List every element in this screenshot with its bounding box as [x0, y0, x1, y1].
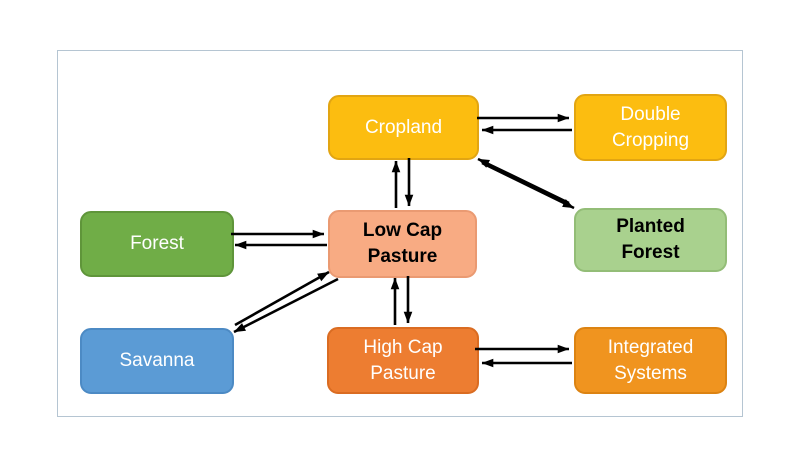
- node-low-cap-pasture-label: Low Cap Pasture: [362, 220, 443, 267]
- node-double-cropping-label: Double Cropping: [611, 103, 690, 151]
- node-high-cap-pasture: High Cap Pasture: [327, 327, 479, 394]
- node-double-cropping: Double Cropping: [574, 94, 727, 161]
- node-cropland: Cropland: [328, 95, 479, 160]
- node-low-cap-pasture: Low Cap Pasture: [328, 210, 477, 278]
- node-integrated-systems-label: Integrated Systems: [607, 336, 694, 384]
- node-planted-forest: Planted Forest: [574, 208, 727, 272]
- node-savanna-label: Savanna: [119, 350, 195, 371]
- node-planted-forest-label: Planted Forest: [616, 216, 685, 263]
- node-forest-label: Forest: [130, 233, 184, 254]
- node-integrated-systems: Integrated Systems: [574, 327, 727, 394]
- node-forest: Forest: [80, 211, 234, 277]
- node-cropland-label: Cropland: [364, 116, 443, 138]
- node-savanna: Savanna: [80, 328, 234, 394]
- node-high-cap-pasture-label: High Cap Pasture: [363, 336, 443, 384]
